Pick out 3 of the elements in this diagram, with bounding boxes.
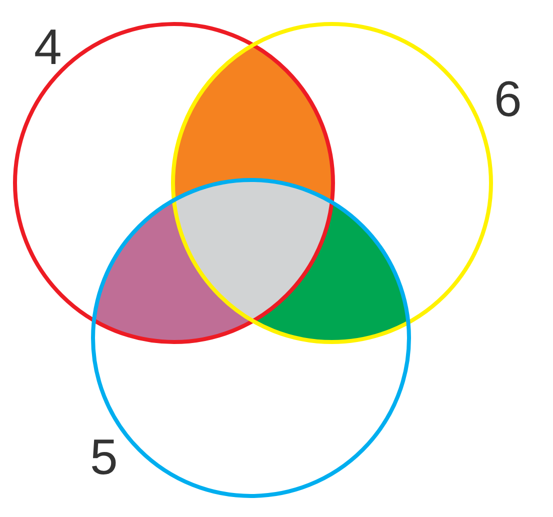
set-label: 5	[90, 432, 118, 482]
set-label: 4	[34, 22, 62, 72]
set-label: 6	[494, 74, 522, 124]
